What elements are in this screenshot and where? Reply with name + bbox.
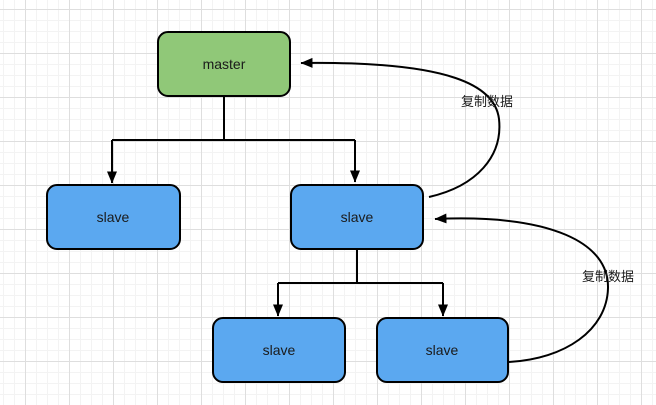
edge-label-replicate-to-middle-slave: 复制数据 [582, 269, 634, 284]
edge-replicate-to-master[interactable] [300, 57, 501, 198]
node-slave-bottom-right-label: slave [426, 342, 459, 358]
node-slave-left[interactable]: slave [46, 184, 181, 250]
edge-label-replicate-to-master: 复制数据 [461, 94, 513, 109]
node-slave-middle-shape[interactable] [290, 184, 424, 250]
node-master-label: master [203, 56, 246, 72]
node-slave-middle[interactable]: slave [290, 184, 424, 250]
connector-middle-slave-trunk[interactable] [278, 249, 443, 284]
node-master[interactable]: master [157, 31, 291, 97]
edge-master-to-slaves[interactable] [107, 96, 360, 184]
node-slave-left-shape[interactable] [46, 184, 181, 250]
edge-replicate-to-middle-slave[interactable] [434, 213, 610, 363]
node-slave-left-label: slave [97, 209, 130, 225]
node-slave-bottom-right-shape[interactable] [376, 317, 509, 383]
node-master-shape[interactable] [157, 31, 291, 97]
node-slave-bottom-right[interactable]: slave [376, 317, 509, 383]
node-slave-middle-label: slave [341, 209, 374, 225]
node-slave-bottom-left[interactable]: slave [212, 317, 346, 383]
connector-master-trunk[interactable] [112, 96, 355, 141]
node-slave-bottom-left-label: slave [263, 342, 296, 358]
node-slave-bottom-left-shape[interactable] [212, 317, 346, 383]
edge-middle-slave-to-bottom-slaves[interactable] [273, 249, 448, 317]
